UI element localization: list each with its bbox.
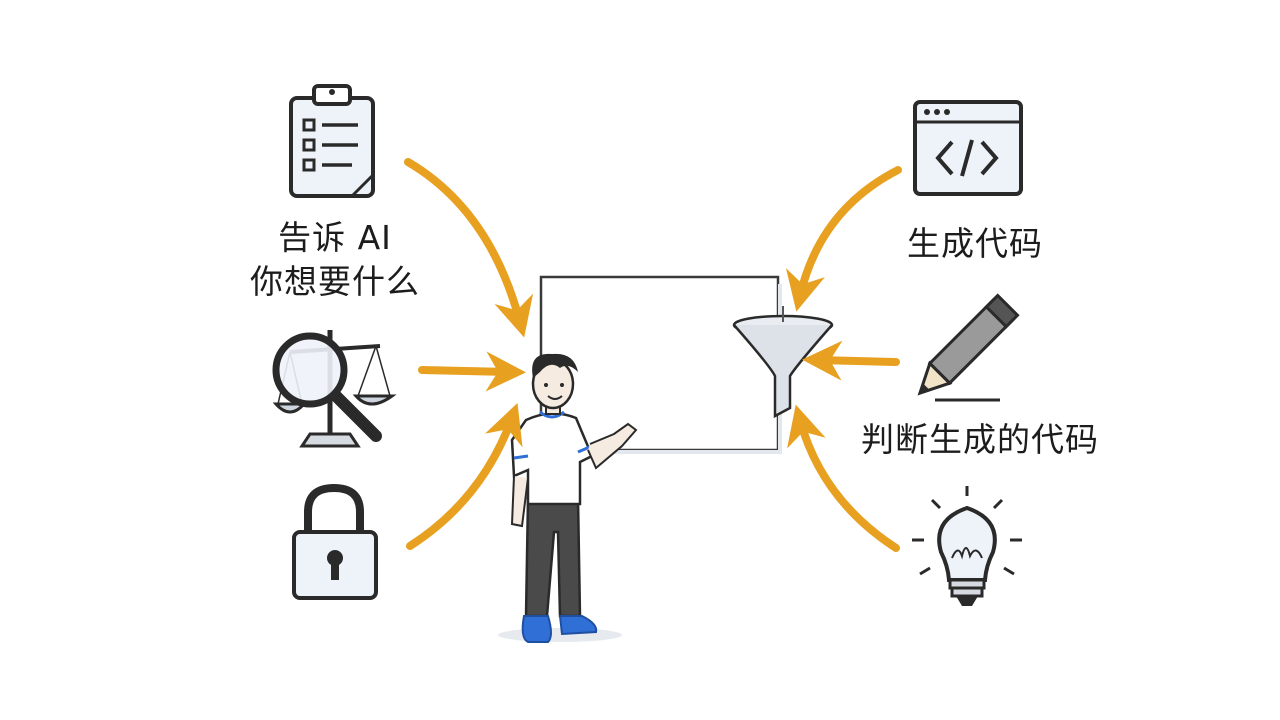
clipboard-checklist-icon <box>289 84 375 198</box>
label-tell-ai-line1: 告诉 AI <box>278 218 392 257</box>
code-window-icon <box>913 100 1023 196</box>
label-tell-ai: 告诉 AI 你想要什么 <box>240 216 430 304</box>
arrow-code-window <box>785 166 902 312</box>
label-tell-ai-line2: 你想要什么 <box>250 262 420 301</box>
whiteboard-icon <box>539 275 782 454</box>
magnifier-scale-icon <box>272 330 397 448</box>
label-judge-code: 判断生成的代码 <box>861 420 1099 459</box>
arrow-lightbulb <box>787 404 900 552</box>
lightbulb-icon <box>912 486 1022 606</box>
arrow-magnifier <box>418 351 526 392</box>
padlock-icon <box>292 483 378 600</box>
arrow-pencil <box>802 340 900 381</box>
person-presenting <box>498 353 638 643</box>
label-generate-code: 生成代码 <box>907 224 1043 263</box>
arrow-padlock <box>406 402 523 550</box>
pencil-icon <box>917 293 1020 402</box>
arrows <box>404 158 902 552</box>
arrow-clipboard <box>404 158 534 338</box>
